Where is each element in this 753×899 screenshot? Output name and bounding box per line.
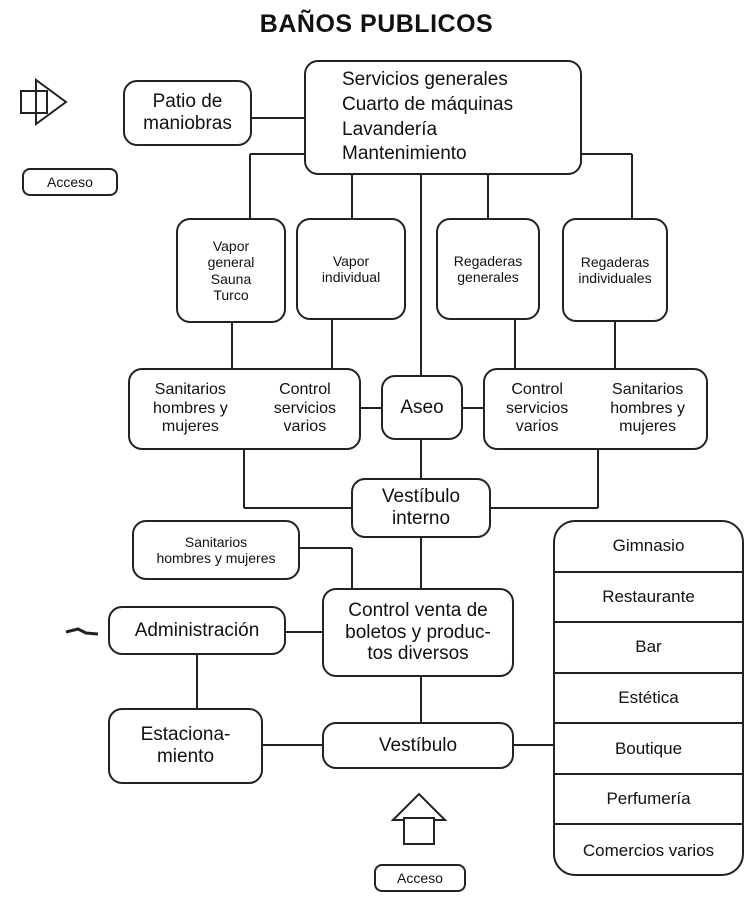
aseo-box: Aseo: [381, 375, 463, 440]
diagram-title: BAÑOS PUBLICOS: [259, 10, 494, 38]
servicios-generales-box: Servicios generales Cuarto de máquinas L…: [304, 60, 582, 175]
regaderas-individuales-box: Regaderas individuales: [562, 218, 668, 322]
vapor-general-box: Vapor general Sauna Turco: [176, 218, 286, 323]
access-arrow-up-icon: [390, 792, 448, 845]
stack-item-estetica: Estética: [555, 674, 742, 725]
administracion-box: Administración: [108, 606, 286, 655]
vapor-individual-box: Vapor individual: [296, 218, 406, 320]
regaderas-generales-box: Regaderas generales: [436, 218, 540, 320]
stack-item-gimnasio: Gimnasio: [555, 522, 742, 573]
control-right: Control servicios varios: [506, 381, 569, 436]
stack-item-perfumeria: Perfumería: [555, 775, 742, 826]
estacionamiento-box: Estaciona- miento: [108, 708, 263, 784]
sanitarios-right: Sanitarios hombres y mujeres: [610, 381, 685, 436]
stack-item-boutique: Boutique: [555, 724, 742, 775]
vestibulo-box: Vestíbulo: [322, 722, 514, 769]
access-arrow-right-icon: [20, 78, 68, 126]
access-label-bottom: Acceso: [374, 864, 466, 892]
control-venta-box: Control venta de boletos y produc- tos d…: [322, 588, 514, 677]
stack-item-restaurante: Restaurante: [555, 573, 742, 624]
control-left: Control servicios varios: [273, 381, 336, 436]
sanitarios-mid-box: Sanitarios hombres y mujeres: [132, 520, 300, 580]
access-label-top: Acceso: [22, 168, 118, 196]
vestibulo-interno-box: Vestíbulo interno: [351, 478, 491, 538]
ink-mark: [65, 627, 99, 636]
commercial-stack: Gimnasio Restaurante Bar Estética Boutiq…: [553, 520, 744, 876]
sanitarios-left: Sanitarios hombres y mujeres: [153, 381, 228, 436]
sanitarios-control-left-group: Sanitarios hombres y mujeres Control ser…: [128, 368, 361, 450]
stack-item-comercios-varios: Comercios varios: [582, 840, 715, 860]
control-sanitarios-right-group: Control servicios varios Sanitarios homb…: [483, 368, 708, 450]
patio-maniobras-box: Patio de maniobras: [123, 80, 252, 146]
stack-item-bar: Bar: [555, 623, 742, 674]
